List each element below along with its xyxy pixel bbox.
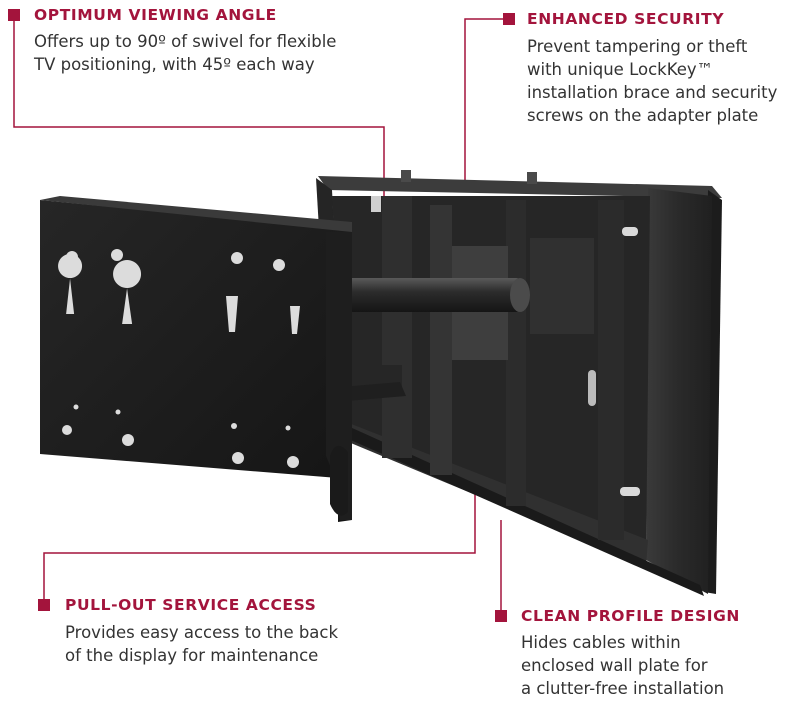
description-line: enclosed wall plate for [521, 656, 708, 675]
description-line: TV positioning, with 45º each way [34, 55, 315, 74]
description-line: screws on the adapter plate [527, 106, 759, 125]
callout-description: Hides cables within enclosed wall plate … [521, 631, 724, 700]
description-line: of the display for maintenance [65, 646, 319, 665]
description-line: Provides easy access to the back [65, 623, 339, 642]
description-line: a clutter-free installation [521, 679, 725, 698]
callout-description: Provides easy access to the back of the … [65, 621, 338, 667]
marker-viewing [8, 9, 20, 21]
marker-pullout [38, 599, 50, 611]
callout-description: Prevent tampering or theft with unique L… [527, 35, 777, 127]
adapter-plate [40, 196, 352, 522]
callout-title: OPTIMUM VIEWING ANGLE [34, 6, 277, 24]
callout-description: Offers up to 90º of swivel for flexible … [34, 30, 336, 76]
marker-profile [495, 610, 507, 622]
leader-pullout [43, 470, 476, 605]
description-line: Offers up to 90º of swivel for flexible [34, 32, 337, 51]
description-line: with unique LockKey™ [527, 60, 714, 79]
callout-title: ENHANCED SECURITY [527, 10, 725, 28]
marker-security [503, 13, 515, 25]
description-line: Prevent tampering or theft [527, 37, 748, 56]
description-line: Hides cables within [521, 633, 681, 652]
callout-title: CLEAN PROFILE DESIGN [521, 607, 740, 625]
leader-security [464, 18, 509, 185]
description-line: installation brace and security [527, 83, 778, 102]
callout-title: PULL-OUT SERVICE ACCESS [65, 596, 317, 614]
callout-markers [8, 9, 515, 622]
